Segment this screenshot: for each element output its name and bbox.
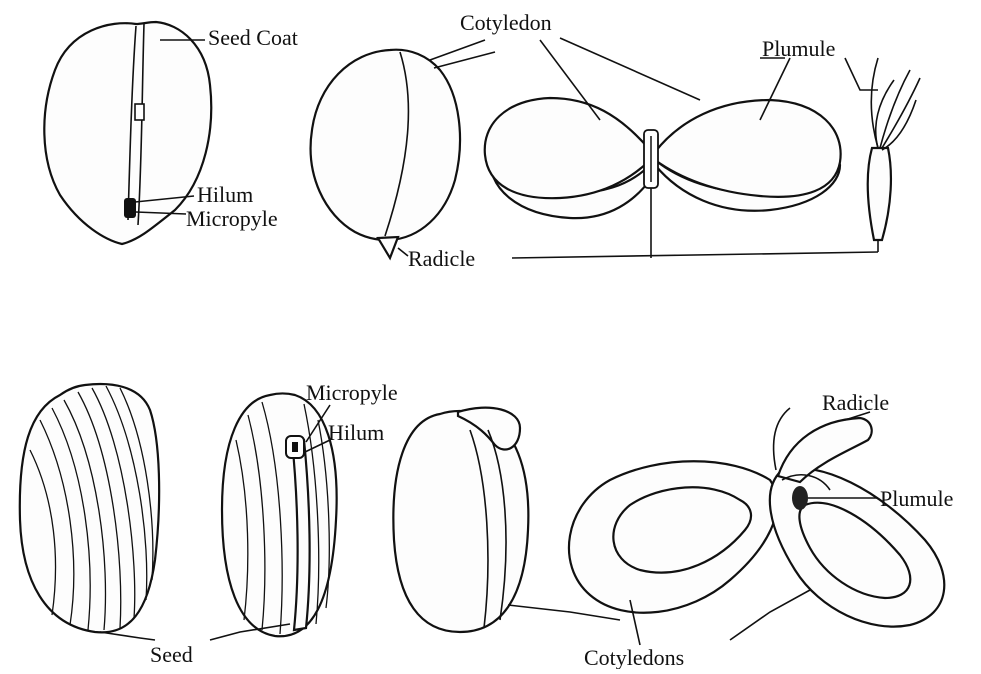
bottom-seed-peeling xyxy=(393,408,528,632)
label-radicle-bottom: Radicle xyxy=(822,390,889,415)
top-opened-cotyledons xyxy=(485,98,841,218)
label-seed-coat: Seed Coat xyxy=(208,25,298,50)
label-micropyle-top: Micropyle xyxy=(186,206,278,231)
bottom-opened-cotyledons xyxy=(569,408,944,627)
label-cotyledons: Cotyledons xyxy=(584,645,684,669)
label-plumule-top: Plumule xyxy=(762,36,835,61)
top-seed-side xyxy=(311,50,460,258)
top-embryo xyxy=(868,58,920,240)
bottom-seed-ribbed xyxy=(20,384,159,632)
label-hilum-top: Hilum xyxy=(197,182,253,207)
bottom-seed-hilum xyxy=(222,394,337,637)
label-seed: Seed xyxy=(150,642,193,667)
label-plumule-bottom: Plumule xyxy=(880,486,953,511)
label-radicle-top: Radicle xyxy=(408,246,475,271)
label-cotyledon: Cotyledon xyxy=(460,10,552,35)
label-hilum-bottom: Hilum xyxy=(328,420,384,445)
label-micropyle-bottom: Micropyle xyxy=(306,380,398,405)
